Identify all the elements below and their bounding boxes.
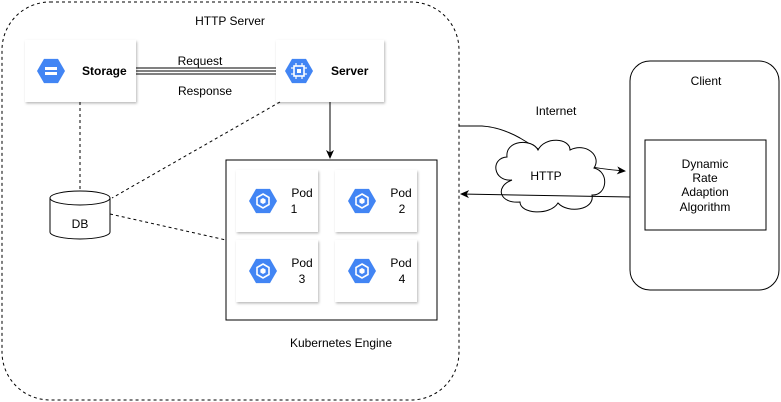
- db-label: DB: [72, 217, 89, 231]
- http-server-container: [1, 1, 460, 401]
- db-cylinder[interactable]: DB: [49, 190, 111, 240]
- kubernetes-pod-icon: [348, 258, 376, 284]
- kubernetes-engine-label: Kubernetes Engine: [290, 336, 392, 350]
- algorithm-line-1: Dynamic: [682, 157, 729, 171]
- algorithm-line-2: Rate: [692, 171, 718, 185]
- internet-label: Internet: [536, 104, 577, 118]
- pod-card[interactable]: Pod 1: [236, 170, 318, 232]
- pod-number: 4: [399, 272, 406, 286]
- pod-card[interactable]: Pod 2: [335, 170, 417, 232]
- storage-card[interactable]: Storage: [25, 40, 136, 102]
- pod-label: Pod: [390, 256, 411, 270]
- algorithm-line-4: Algorithm: [680, 200, 731, 214]
- algorithm-line-3: Adaption: [681, 185, 728, 199]
- http-server-title: HTTP Server: [195, 14, 265, 28]
- server-card[interactable]: Server: [276, 40, 384, 102]
- client-title: Client: [691, 74, 722, 88]
- http-cloud-label: HTTP: [530, 169, 561, 183]
- storage-icon: [37, 58, 65, 84]
- pod-number: 3: [299, 272, 306, 286]
- response-label: Response: [178, 84, 232, 98]
- kubernetes-pod-icon: [249, 258, 277, 284]
- pod-number: 1: [291, 202, 298, 216]
- http-cloud: [495, 139, 606, 213]
- pod-card[interactable]: Pod 4: [335, 240, 417, 302]
- server-label: Server: [331, 64, 369, 78]
- client-to-server-connection: [460, 190, 631, 199]
- chip-icon: [285, 58, 313, 84]
- pod-label: Pod: [291, 186, 312, 200]
- request-response-link: [136, 67, 276, 75]
- request-label: Request: [178, 54, 223, 68]
- pod-label: Pod: [291, 256, 312, 270]
- algorithm-box: [644, 139, 767, 231]
- pod-card[interactable]: Pod 3: [236, 240, 318, 302]
- kubernetes-pod-icon: [348, 188, 376, 214]
- pod-label: Pod: [390, 186, 411, 200]
- storage-label: Storage: [82, 64, 127, 78]
- db-kubernetes-connector: [109, 213, 227, 241]
- server-db-connector: [111, 101, 281, 199]
- pod-number: 2: [399, 202, 406, 216]
- kubernetes-pod-icon: [249, 188, 277, 214]
